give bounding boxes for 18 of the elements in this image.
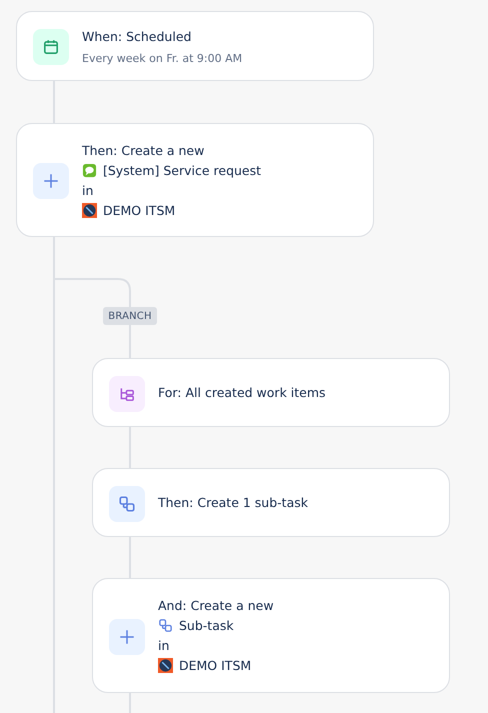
- step-text: in: [158, 638, 170, 653]
- step-text: [System] Service request: [103, 162, 262, 178]
- step-text: Then: Create a new: [82, 142, 204, 158]
- branch-tag: BRANCH: [103, 307, 157, 325]
- step-text: Then: Create 1 sub-task: [158, 495, 308, 510]
- step-text: DEMO ITSM: [103, 202, 176, 218]
- rule-step-card: [92, 468, 450, 537]
- step-text: in: [82, 182, 94, 198]
- rule-step-card: [92, 578, 450, 693]
- rule-step-card: [16, 11, 374, 81]
- rule-step-card: [92, 358, 450, 427]
- step-text: And: Create a new: [158, 598, 274, 613]
- step-text: DEMO ITSM: [179, 658, 252, 673]
- step-detail: Every week on Fr. at 9:00 AM: [82, 52, 242, 64]
- step-text: Sub-task: [179, 618, 234, 633]
- step-text: For: All created work items: [158, 385, 326, 400]
- step-text: When: Scheduled: [82, 28, 192, 44]
- rule-step-card: [16, 123, 374, 237]
